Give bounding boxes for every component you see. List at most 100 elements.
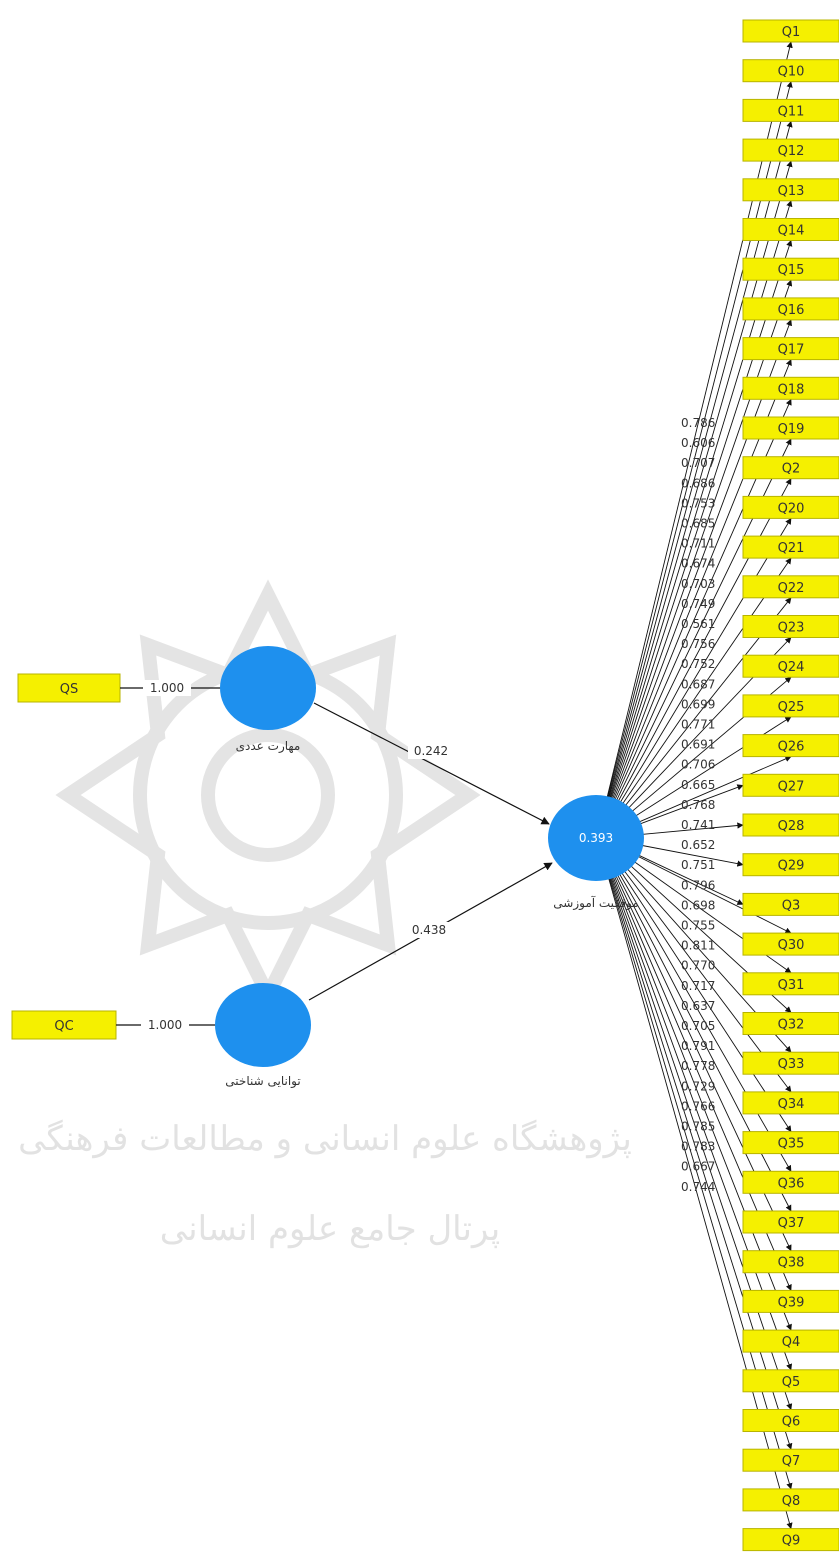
indicator-q1[interactable]: Q1 [742,19,839,43]
indicator-q38[interactable]: Q38 [742,1250,839,1274]
loading-value-q9: 0.744 [681,1180,715,1194]
loading-value-q3: 0.751 [681,858,715,872]
loading-line-q36 [619,874,792,1172]
indicator-q2[interactable]: Q2 [742,456,839,480]
indicator-q22[interactable]: Q22 [742,575,839,599]
indicator-q5[interactable]: Q5 [742,1369,839,1393]
indicator-label: Q27 [778,779,805,794]
indicator-q16[interactable]: Q16 [742,297,839,321]
indicator-label: Q1 [782,25,801,40]
loading-value-q10: 0.606 [681,436,715,450]
indicator-q30[interactable]: Q30 [742,932,839,956]
loading-value-q4: 0.729 [681,1079,715,1093]
indicator-label: Q22 [778,581,805,596]
indicator-q18[interactable]: Q18 [742,376,839,400]
indicator-q21[interactable]: Q21 [742,535,839,559]
loading-value-q36: 0.637 [681,999,715,1013]
loading-line-q30 [638,856,792,934]
construct-cognitive-ability[interactable] [215,983,311,1067]
indicator-q12[interactable]: Q12 [742,138,839,162]
indicator-label: Q11 [778,104,805,119]
indicator-q25[interactable]: Q25 [742,694,839,718]
loading-value-q7: 0.783 [681,1140,715,1154]
indicator-q31[interactable]: Q31 [742,972,839,996]
indicator-label: Q13 [778,184,805,199]
indicator-q32[interactable]: Q32 [742,1012,839,1035]
loading-value-q17: 0.703 [681,577,715,591]
indicator-q23[interactable]: Q23 [742,615,839,638]
loading-line-q20 [620,517,792,803]
indicator-q28[interactable]: Q28 [742,813,839,837]
loading-value-q15: 0.711 [681,537,715,551]
loading-line-q7 [609,877,793,1450]
indicator-q29[interactable]: Q29 [742,853,839,877]
loading-value-q39: 0.778 [681,1059,715,1073]
indicator-label: Q35 [778,1137,805,1152]
loading-value-q28: 0.741 [681,818,715,832]
construct-numeric-skill[interactable] [220,646,316,730]
construct-academic-success-r2: 0.393 [579,831,613,845]
indicator-label: Q37 [778,1216,805,1231]
loading-line-q35 [621,872,792,1133]
watermark-line1: پژوهشگاه علوم انسانی و مطالعات فرهنگی [18,1119,632,1159]
loading-value-q12: 0.686 [681,476,715,490]
indicator-q11[interactable]: Q11 [742,98,839,122]
loading-value-q30: 0.796 [681,878,715,892]
loading-line-q6 [610,877,793,1411]
indicator-label: Q18 [778,382,805,397]
indicator-label: Q31 [778,978,805,993]
indicator-q26[interactable]: Q26 [742,734,839,758]
indicator-q13[interactable]: Q13 [742,178,839,202]
indicator-q33[interactable]: Q33 [742,1051,839,1075]
loading-line-q27 [640,784,744,825]
loading-value-q11: 0.707 [681,456,715,470]
watermark-line2: پرتال جامع علوم انسانی [160,1209,500,1249]
indicator-label: Q17 [778,343,805,358]
indicator-q39[interactable]: Q39 [742,1289,839,1313]
indicator-label: Q36 [778,1176,805,1191]
indicator-q14[interactable]: Q14 [742,218,839,241]
indicator-q10[interactable]: Q10 [742,59,839,83]
loading-value-q37: 0.705 [681,1019,715,1033]
indicator-q6[interactable]: Q6 [742,1409,839,1432]
indicator-q34[interactable]: Q34 [742,1091,839,1115]
indicator-label: Q32 [778,1018,805,1033]
indicator-q27[interactable]: Q27 [742,773,839,797]
loading-value-q25: 0.706 [681,758,715,772]
loading-line-q5 [611,877,793,1371]
indicator-q3[interactable]: Q3 [742,892,839,916]
indicator-q8[interactable]: Q8 [742,1488,839,1512]
loading-value-q16: 0.674 [681,557,715,571]
indicator-q7[interactable]: Q7 [742,1448,839,1472]
indicator-q37[interactable]: Q37 [742,1210,839,1234]
indicator-label: Q38 [778,1256,805,1271]
indicator-label: Q9 [782,1534,801,1549]
indicator-label: Q21 [778,541,805,556]
indicator-label: Q5 [782,1375,801,1390]
indicator-label: Q10 [778,65,805,80]
indicator-label: Q39 [778,1295,805,1310]
loading-line-q37 [617,875,792,1212]
indicator-label: Q28 [778,819,805,834]
qc-indicator[interactable]: QC [11,1010,117,1040]
indicator-label: Q2 [782,462,801,477]
loading-line-q1 [606,41,793,798]
indicator-q19[interactable]: Q19 [742,416,839,440]
loading-line-q2 [618,478,792,802]
loading-value-q6: 0.785 [681,1120,715,1134]
indicator-q9[interactable]: Q9 [742,1528,839,1552]
qs-loading-value: 1.000 [150,681,184,695]
construct-cognitive-ability-label: توانایی شناختی [225,1074,300,1089]
indicator-q35[interactable]: Q35 [742,1131,839,1155]
indicator-q24[interactable]: Q24 [742,654,839,678]
loading-value-q20: 0.752 [681,657,715,671]
indicator-label: Q26 [778,740,805,755]
indicator-q17[interactable]: Q17 [742,337,839,361]
qs-indicator[interactable]: QS [17,673,121,703]
construct-academic-success[interactable]: 0.393 [548,795,644,881]
indicator-label: Q30 [778,938,805,953]
indicator-q4[interactable]: Q4 [742,1329,839,1353]
indicator-q15[interactable]: Q15 [742,257,839,281]
indicator-q36[interactable]: Q36 [742,1170,839,1194]
indicator-q20[interactable]: Q20 [742,495,839,519]
